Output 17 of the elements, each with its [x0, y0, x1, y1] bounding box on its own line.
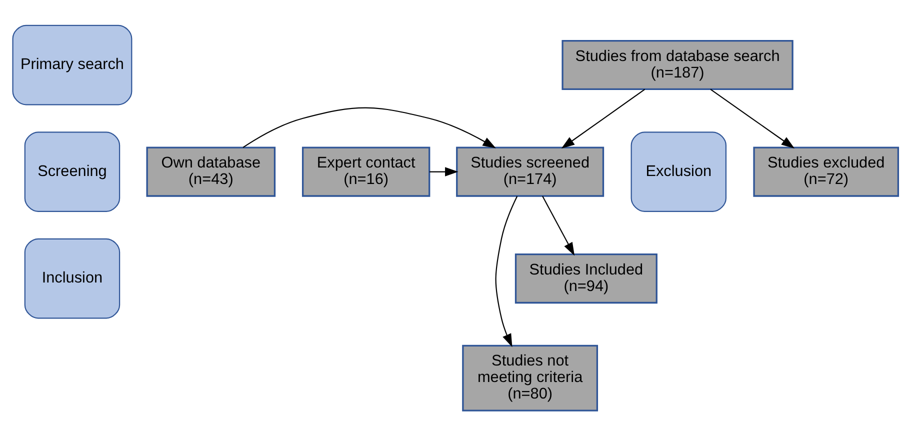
arrow [495, 196, 518, 347]
node-box: Own database (n=43) [146, 146, 276, 196]
arrow [710, 88, 795, 148]
node-box: Primary search [12, 24, 132, 105]
node-box: Screening [24, 131, 120, 212]
arrow [561, 88, 646, 148]
node-box: Studies not meeting criteria (n=80) [462, 344, 598, 411]
node-box: Expert contact (n=16) [302, 146, 430, 196]
node-box: Inclusion [24, 238, 120, 318]
arrow [242, 106, 496, 148]
node-box: Studies excluded (n=72) [753, 146, 900, 196]
node-box: Studies from database search (n=187) [562, 39, 794, 90]
node-box: Exclusion [630, 131, 726, 212]
node-box: Studies screened (n=174) [456, 146, 604, 196]
arrow [430, 166, 458, 176]
arrow [542, 195, 575, 256]
node-box: Studies Included (n=94) [514, 253, 658, 304]
